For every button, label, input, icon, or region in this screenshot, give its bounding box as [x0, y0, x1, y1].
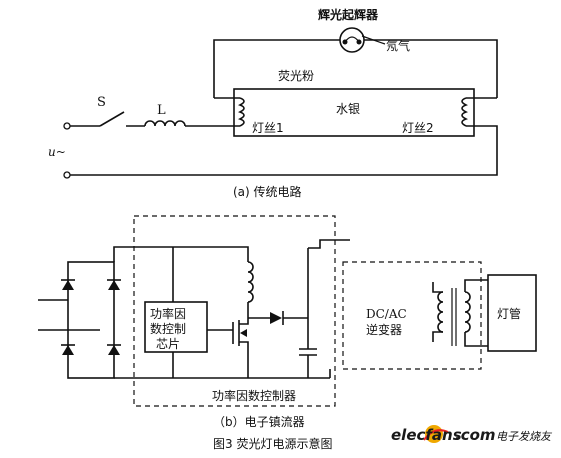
watermark-tagline: 电子发烧友 — [496, 430, 553, 443]
source-label: u~ — [48, 145, 66, 159]
mosfet-source — [239, 341, 249, 378]
pfc-chip-line3: 芯片 — [156, 337, 180, 351]
inductor-label: L — [157, 103, 166, 118]
inverter-line2: 逆变器 — [366, 322, 402, 337]
terminal-bottom — [63, 171, 71, 179]
primary-leads — [432, 282, 443, 342]
filament1-coil — [238, 97, 245, 127]
bridge-diode-3 — [62, 345, 74, 355]
starter-wire-top — [213, 39, 498, 98]
filament2-wire-bottom — [70, 125, 498, 176]
watermark-domain: .com — [455, 426, 496, 444]
filament2-label: 灯丝2 — [402, 121, 434, 135]
inverter-box — [342, 261, 482, 370]
watermark-logo-swoosh — [423, 429, 449, 441]
bridge-diode-1 — [62, 280, 74, 290]
transformer-primary — [437, 291, 444, 333]
glow-starter-contact — [344, 36, 360, 43]
phosphor-label: 荧光粉 — [278, 69, 314, 83]
boost-diode — [270, 312, 282, 324]
pfc-chip-line2: 数控制 — [150, 321, 186, 336]
watermark-brand: elecfans — [391, 426, 462, 444]
electronic-ballast-circuit: 功率因 数控制 芯片 DC/AC 逆变器 — [38, 215, 537, 429]
switch-label: S — [97, 95, 106, 110]
inductor-l — [144, 120, 186, 127]
mosfet-drain — [239, 318, 249, 325]
lamp-label: 灯管 — [497, 306, 521, 321]
dc-rail-top — [113, 246, 249, 262]
terminal-top — [63, 122, 71, 130]
filament2-coil — [461, 97, 468, 127]
glow-starter-label: 辉光起辉器 — [318, 7, 379, 22]
caption-a: (a) 传统电路 — [233, 184, 302, 199]
neon-label: 氖气 — [386, 38, 410, 53]
pfc-chip — [144, 301, 208, 353]
dc-link-top — [308, 239, 350, 249]
mosfet-arrow — [240, 329, 247, 337]
bridge-diode-2 — [108, 280, 120, 290]
pfc-controller-label: 功率因数控制器 — [212, 388, 296, 403]
bridge-diode-4 — [108, 345, 120, 355]
lamp-box — [487, 274, 537, 352]
inverter-line1: DC/AC — [366, 307, 407, 321]
traditional-circuit: 辉光起辉器 氖气 荧光粉 S L 灯丝1 水银 灯丝2 u~ (a) 传统电路 — [48, 7, 498, 199]
mercury-label: 水银 — [336, 102, 360, 116]
filament1-label: 灯丝1 — [252, 121, 284, 135]
lamp-tube — [233, 88, 475, 137]
caption-b: （b）电子镇流器 — [213, 415, 305, 429]
switch-s — [99, 111, 125, 127]
watermark-logo: elecfans .com 电子发烧友 — [391, 425, 553, 444]
transformer-secondary — [464, 291, 471, 333]
bridge-frame — [67, 261, 115, 379]
pfc-inductor — [247, 261, 254, 303]
figure-caption: 图3 荧光灯电源示意图 — [213, 436, 332, 451]
secondary-to-lamp — [464, 279, 488, 347]
pfc-chip-line1: 功率因 — [150, 306, 186, 321]
pfc-controller-box — [133, 215, 336, 407]
